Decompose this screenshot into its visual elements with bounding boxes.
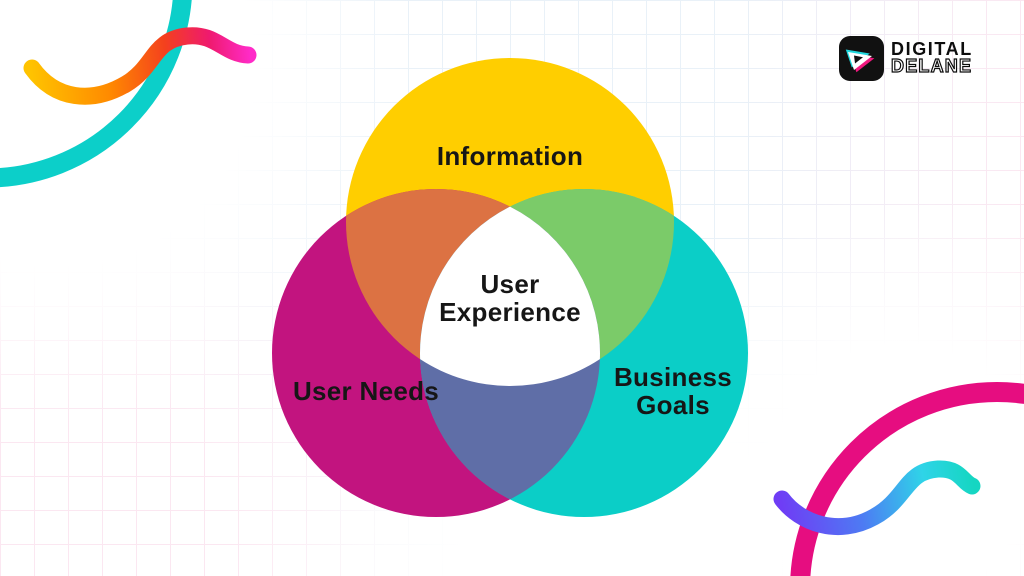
venn-label-user-needs: User Needs	[292, 376, 440, 406]
brand-logo: DIGITAL DELANE	[839, 36, 973, 81]
brand-logo-text: DIGITAL DELANE	[890, 36, 973, 76]
venn-label-business-goals: Business Goals	[613, 362, 732, 420]
brand-name-digital: DIGITAL	[891, 39, 973, 59]
venn-label-information: Information	[436, 141, 584, 171]
decoration-arc-bottom-right	[790, 382, 1024, 576]
brand-name-delane: DELANE	[890, 56, 973, 76]
glitch-paper-plane-icon	[839, 36, 884, 81]
decoration-warm-squiggle	[23, 27, 257, 105]
venn-label-user-experience: User Experience	[439, 269, 581, 327]
decoration-cool-squiggle	[773, 460, 981, 535]
venn-overlap-center	[420, 206, 600, 387]
